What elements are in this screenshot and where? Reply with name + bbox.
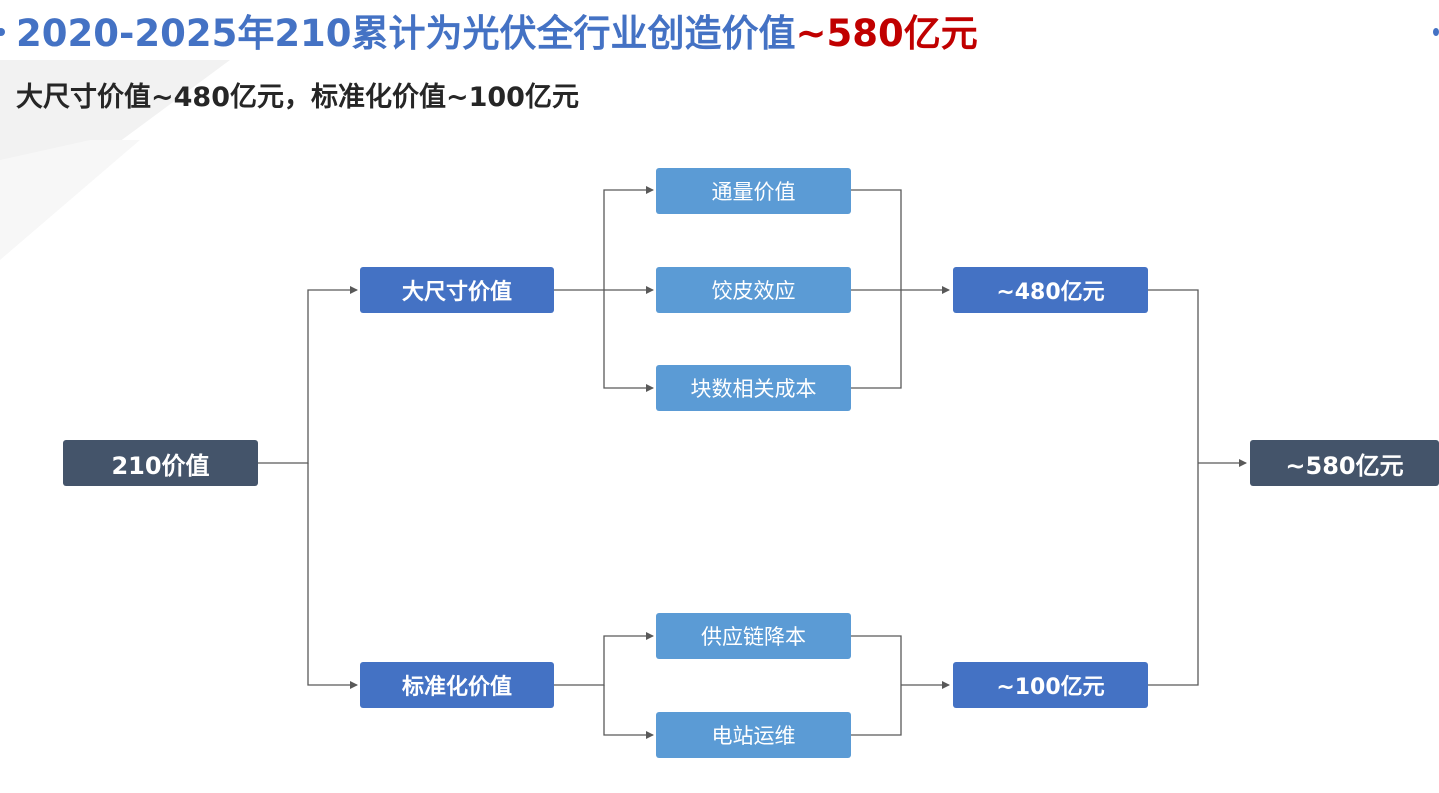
node-branch-standard: 标准化价值 [360,662,554,708]
page-title-main: 2020-2025年210累计为光伏全行业创造价值 [16,12,796,55]
node-root: 210价值 [63,440,258,486]
node-factor-block-cost: 块数相关成本 [656,365,851,411]
node-factor-plant-om: 电站运维 [656,712,851,758]
connector-root-to-large [258,286,358,464]
node-factor-throughput: 通量价值 [656,168,851,214]
connector-standard-to-supply-chain [554,632,654,686]
node-result-large: ~480亿元 [953,267,1148,313]
page-subtitle: 大尺寸价值~480亿元，标准化价值~100亿元 [16,82,579,113]
right-edge-mark [1433,28,1439,36]
connector-throughput-to-result [851,189,902,389]
left-edge-mark [0,28,5,36]
node-factor-leverage: 饺皮效应 [656,267,851,313]
connector-supply-chain-to-result [851,635,902,736]
node-factor-supply-chain: 供应链降本 [656,613,851,659]
connector-large-to-throughput [603,186,654,290]
connector-root-to-standard [307,463,358,689]
connector-result-large-to-total [1148,289,1199,686]
connector-standard-to-plant-om [603,685,654,739]
page-title: 2020-2025年210累计为光伏全行业创造价值~580亿元 [16,6,978,62]
node-result-standard: ~100亿元 [953,662,1148,708]
page-title-accent: ~580亿元 [795,12,978,55]
node-total: ~580亿元 [1250,440,1439,486]
node-branch-large: 大尺寸价值 [360,267,554,313]
connector-large-to-block-cost [603,290,654,392]
